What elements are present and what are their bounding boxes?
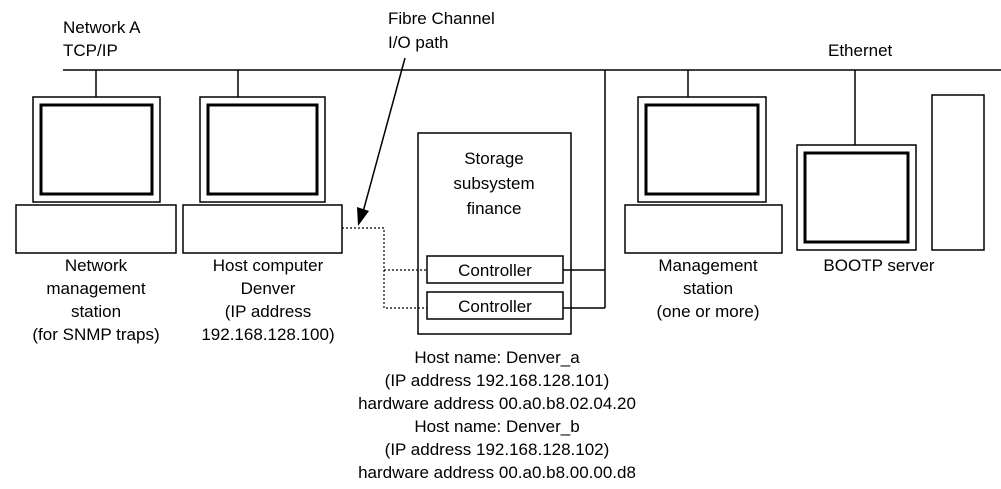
controller-info-line-1: Host name: Denver_a [414,348,580,367]
host-computer-line-2: Denver [241,279,296,298]
fibre-channel-arrow-line [362,57,406,213]
network-label-line-1: Network A [63,18,141,37]
controller-2-label: Controller [458,297,532,316]
bootp-server-icon [796,94,985,251]
controller-info-line-6: hardware address 00.a0.b8.00.00.d8 [358,463,636,482]
management-station-line-1: Management [658,256,758,275]
fibre-channel-path-2 [383,270,427,309]
fibre-channel-path [342,227,427,271]
host-computer-icon [182,96,343,254]
arrow-head-icon [357,207,369,226]
management-station-icon [624,96,783,254]
controller-info-line-4: Host name: Denver_b [414,417,579,436]
controller-2-box [426,291,564,320]
management-station-line-3: (one or more) [657,302,760,321]
storage-title-line-1: Storage [464,149,524,168]
controller-info-line-3: hardware address 00.a0.b8.02.04.20 [358,394,636,413]
controller-info-line-5: (IP address 192.168.128.102) [385,440,610,459]
network-station-line-2: management [46,279,146,298]
controller-1-label: Controller [458,261,532,280]
fibre-label-line-1: Fibre Channel [388,9,495,28]
network-management-station-icon [15,96,177,254]
host-computer-line-1: Host computer [213,256,324,275]
host-computer-line-4: 192.168.128.100) [201,325,334,344]
management-station-line-2: station [683,279,733,298]
host-computer-line-3: (IP address [225,302,312,321]
storage-title-line-3: finance [467,199,522,218]
bootp-label: BOOTP server [823,256,934,275]
network-station-line-1: Network [65,256,128,275]
network-station-line-3: station [71,302,121,321]
ethernet-label: Ethernet [828,41,893,60]
network-station-line-4: (for SNMP traps) [32,325,159,344]
network-label-line-2: TCP/IP [63,41,118,60]
fibre-label-line-2: I/O path [388,33,448,52]
storage-subsystem-icon [417,132,572,335]
storage-title-line-2: subsystem [453,174,534,193]
controller-1-box [426,255,564,284]
controller-info-line-2: (IP address 192.168.128.101) [385,371,610,390]
